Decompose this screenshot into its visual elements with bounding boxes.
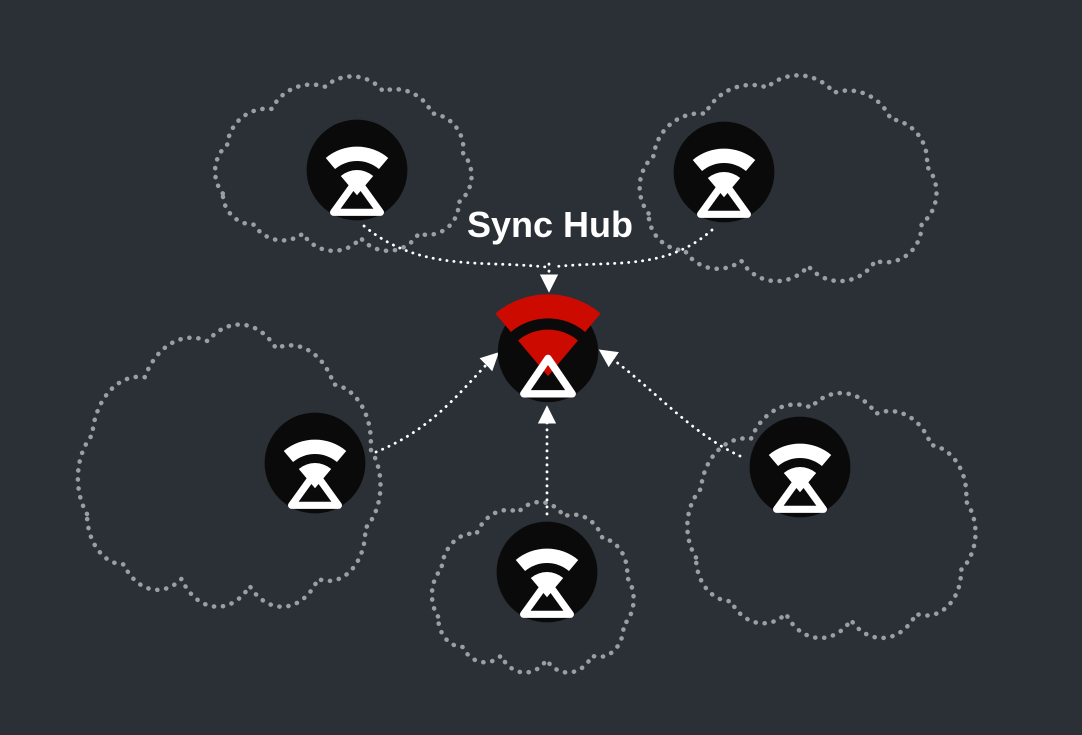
sync-arrow-middle-right (598, 349, 742, 458)
sync-hub-icon (495, 294, 600, 402)
diagram-title: Sync Hub (467, 204, 633, 245)
sync-arrow-top-right (550, 228, 714, 269)
sync-device-icon-bottom-center (497, 522, 598, 623)
sync-arrows (362, 224, 742, 516)
sync-device-icon-top-right (674, 122, 775, 223)
sync-device-icon-top-left (307, 120, 408, 221)
sync-device-icon-middle-left (265, 413, 366, 514)
sync-arrow-middle-left (374, 352, 499, 454)
sync-device-icon-middle-right (750, 417, 851, 518)
device-icons (265, 120, 851, 623)
